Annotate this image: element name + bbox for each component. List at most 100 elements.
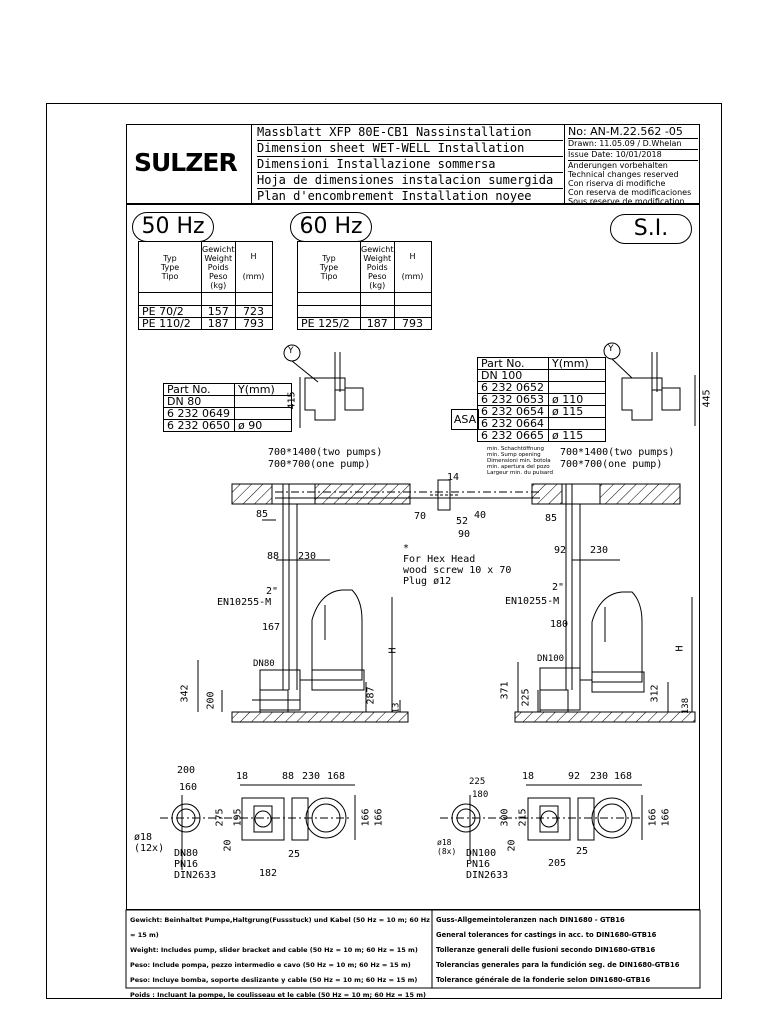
dim-85-right: 85	[545, 513, 558, 524]
footer-tolerance-notes: Guss-Allgemeintoleranzen nach DIN1680 - …	[436, 913, 698, 988]
plan-left-182: 182	[259, 868, 278, 879]
cell-h: 793	[234, 317, 273, 330]
plan-left-18: 18	[236, 771, 249, 782]
weight-unit: (kg)	[369, 280, 386, 290]
type-de: Typ	[322, 253, 336, 263]
dim-h-left: H	[387, 647, 399, 654]
dim-312: 312	[649, 684, 661, 703]
cell-y: ø 90	[234, 419, 292, 432]
plan-right-300: 300	[499, 808, 511, 827]
type-en: Type	[319, 262, 339, 272]
hole-diameter: ø18	[134, 832, 153, 843]
dim-445: 445	[701, 389, 713, 408]
plan-right-230: 230	[590, 771, 609, 782]
pit-two-pumps: 700*1400(two pumps)	[268, 447, 383, 458]
pit-two-pumps: 700*1400(two pumps)	[560, 447, 675, 458]
dim-14: 14	[447, 472, 460, 483]
plan-left-230: 230	[302, 771, 321, 782]
flange-dn: DN80	[174, 848, 199, 859]
col-type-header: Typ Type Tipo	[297, 241, 361, 293]
weight-en: Weight	[204, 253, 233, 263]
pipe-std-right: EN10255-M	[505, 596, 560, 607]
dim-70: 70	[414, 511, 427, 522]
type-en: Type	[160, 262, 180, 272]
dim-90: 90	[458, 529, 471, 540]
col-type-header: Typ Type Tipo	[138, 241, 202, 293]
pipe-std-left: EN10255-M	[217, 597, 272, 608]
type-de: Typ	[163, 253, 177, 263]
pipe-2in-right: 2"	[552, 582, 565, 593]
dim-52: 52	[456, 516, 469, 527]
footer-weight-notes: Gewicht: Beinhaltet Pumpe,Haltgrung(Fuss…	[130, 913, 430, 1003]
dim-88-left: 88	[267, 551, 280, 562]
title-lines: Massblatt XFP 80E-CB1 Nassinstallation D…	[257, 125, 563, 204]
dim-230-right: 230	[590, 545, 609, 556]
table-row: PE 125/2 187 793	[297, 317, 432, 330]
weight-note-de: Gewicht: Beinhaltet Pumpe,Haltgrung(Fuss…	[130, 916, 430, 939]
plan-right-18: 18	[522, 771, 535, 782]
plan-left-holes: ø18 (12x)	[134, 832, 164, 854]
plan-right-166b: 166	[660, 808, 672, 827]
label-si: S.I.	[610, 214, 692, 244]
weight-note-fr: Poids : Incluant la pompe, le coulisseau…	[130, 991, 426, 999]
col-weight-header: Gewicht Weight Poids Peso (kg)	[201, 241, 236, 293]
table-row: PE 110/2 187 793	[138, 317, 273, 330]
tolerance-note-de: Guss-Allgemeintoleranzen nach DIN1680 - …	[436, 916, 625, 924]
dim-h-right: H	[674, 645, 686, 652]
doc-number: No: AN-M.22.562 -05	[568, 125, 698, 139]
plan-right-166a: 166	[647, 808, 659, 827]
title-line-it: Dimensioni Installazione sommersa	[257, 157, 563, 173]
h-label: H	[409, 252, 416, 261]
plan-right-205: 205	[548, 858, 567, 869]
weight-de: Gewicht	[361, 244, 394, 254]
opening-es: min. apertura del pozo	[487, 464, 550, 470]
parts-table-60hz: Part No. Y(mm) DN 100 6 232 0652 6 232 0…	[477, 357, 606, 442]
plan-right-168: 168	[614, 771, 633, 782]
opening-fr: Largeur min. du puisard	[487, 470, 553, 476]
tolerance-note-es: Tolerancias generales para la fundición …	[436, 961, 680, 969]
cell-h: 793	[393, 317, 432, 330]
dim-13: 13	[391, 702, 402, 714]
dim-287: 287	[365, 686, 377, 705]
dim-415: 415	[286, 391, 298, 410]
flange-din: DIN2633	[466, 870, 509, 881]
dim-371: 371	[499, 681, 511, 700]
dim-138: 138	[681, 697, 692, 715]
plan-right-20: 20	[506, 839, 518, 852]
plan-right-180: 180	[472, 790, 489, 800]
change-note-en: Technical changes reserved	[568, 170, 679, 179]
issue-date: Issue Date: 10/01/2018	[568, 150, 698, 161]
sulzer-logo: SULZER	[134, 148, 238, 177]
drawing-sheet	[46, 103, 722, 999]
flange-detail-50hz	[283, 344, 364, 428]
plan-right-225: 225	[469, 777, 486, 787]
weight-note-it: Peso: Include pompa, pezzo intermedio e …	[130, 961, 411, 969]
cell-type: PE 110/2	[138, 317, 202, 330]
dim-180-right: 180	[550, 619, 569, 630]
weight-it: Peso	[367, 271, 387, 281]
change-note-it: Con riserva di modifiche	[568, 179, 666, 188]
pipe-2in-left: 2"	[266, 586, 279, 597]
drawn-by: Drawn: 11.05.09 / D.Whelan	[568, 139, 698, 150]
plan-right-92: 92	[568, 771, 581, 782]
pit-size-right: 700*1400(two pumps) 700*700(one pump)	[560, 447, 674, 471]
weight-fr: Poids	[366, 262, 388, 272]
weight-fr: Poids	[207, 262, 229, 272]
plan-right-flange: DN100 PN16 DIN2633	[466, 848, 508, 881]
plan-right-25: 25	[576, 846, 589, 857]
parts-table-50hz: Part No. Y(mm) DN 80 6 232 0649 6 232 06…	[163, 383, 292, 432]
mm-label: (mm)	[401, 272, 424, 281]
hole-count: (12x)	[134, 843, 165, 854]
screw-note: * For Hex Head wood screw 10 x 70 Plug ø…	[403, 543, 511, 587]
doc-info: No: AN-M.22.562 -05 Drawn: 11.05.09 / D.…	[568, 125, 698, 206]
y-marker-60hz: Y	[608, 344, 614, 354]
tolerance-note-en: General tolerances for castings in acc. …	[436, 931, 657, 939]
change-note-es: Con reserva de modificaciones	[568, 188, 692, 197]
table-60hz: Typ Type Tipo Gewicht Weight Poids Peso …	[297, 241, 432, 330]
plan-left-88: 88	[282, 771, 295, 782]
plan-left-25: 25	[288, 849, 301, 860]
flange-din: DIN2633	[174, 870, 217, 881]
